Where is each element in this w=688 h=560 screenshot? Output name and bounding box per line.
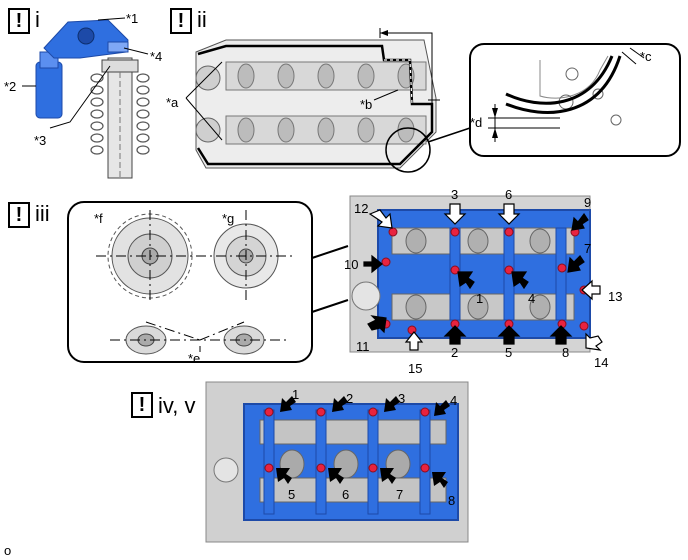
step-i-warning-box: ! <box>8 8 30 34</box>
callout-d: *d <box>470 115 483 130</box>
seq-iv-7: 7 <box>396 487 404 502</box>
sealant-detail-view <box>469 43 681 157</box>
seq-iv-1: 1 <box>292 387 300 402</box>
callout-f: *f <box>94 211 103 226</box>
seq-iii-5: 5 <box>505 345 513 360</box>
step-ii-label: ii <box>197 7 207 32</box>
step-i-label: i <box>35 7 40 32</box>
seq-iv-8: 8 <box>448 493 456 508</box>
seq-iii-6: 6 <box>505 187 513 202</box>
callout-4: *4 <box>150 49 163 64</box>
seq-iii-2: 2 <box>451 345 459 360</box>
seq-iii-1: 1 <box>476 291 484 306</box>
seq-iii-12: 12 <box>354 201 369 216</box>
seq-iv-6: 6 <box>342 487 350 502</box>
callout-3: *3 <box>34 133 47 148</box>
seq-iii-11: 11 <box>356 339 370 354</box>
seq-iv-5: 5 <box>288 487 296 502</box>
sprocket-alignment-view <box>67 201 349 363</box>
step-iii-label: iii <box>35 201 50 226</box>
seq-iii-10: 10 <box>344 257 359 272</box>
seq-iii-9: 9 <box>584 195 592 210</box>
step-iii-warning-box: ! <box>8 202 30 228</box>
callout-c: *c <box>640 49 652 64</box>
seq-iii-8: 8 <box>562 345 570 360</box>
seq-iii-13: 13 <box>608 289 623 304</box>
seq-iii-7: 7 <box>584 241 592 256</box>
seq-iv-3: 3 <box>398 391 406 406</box>
callout-g: *g <box>222 211 235 226</box>
callout-e: *e <box>188 351 201 366</box>
callout-b: *b <box>360 97 373 112</box>
callout-1: *1 <box>126 11 139 26</box>
callout-a: *a <box>166 95 179 110</box>
seq-iii-3: 3 <box>451 187 459 202</box>
callout-2: *2 <box>4 79 17 94</box>
cylinder-head-top-view <box>185 28 471 173</box>
seq-iii-4: 4 <box>528 291 536 306</box>
sequence-arrows-iv-v <box>276 396 450 488</box>
seq-iii-14: 14 <box>594 355 609 370</box>
step-ii-warning-box: ! <box>170 8 192 34</box>
camshaft-housing-iv-v <box>205 381 469 543</box>
step-iv-v-label: iv, v <box>158 393 196 418</box>
figure-code: o <box>4 543 12 558</box>
sequence-arrows-iii <box>363 203 603 351</box>
rocker-arm-illustration <box>22 17 150 179</box>
seq-iv-4: 4 <box>450 393 458 408</box>
seq-iv-2: 2 <box>346 391 354 406</box>
step-iv-v-warning-box: ! <box>131 392 153 418</box>
seq-iii-15: 15 <box>408 361 423 376</box>
